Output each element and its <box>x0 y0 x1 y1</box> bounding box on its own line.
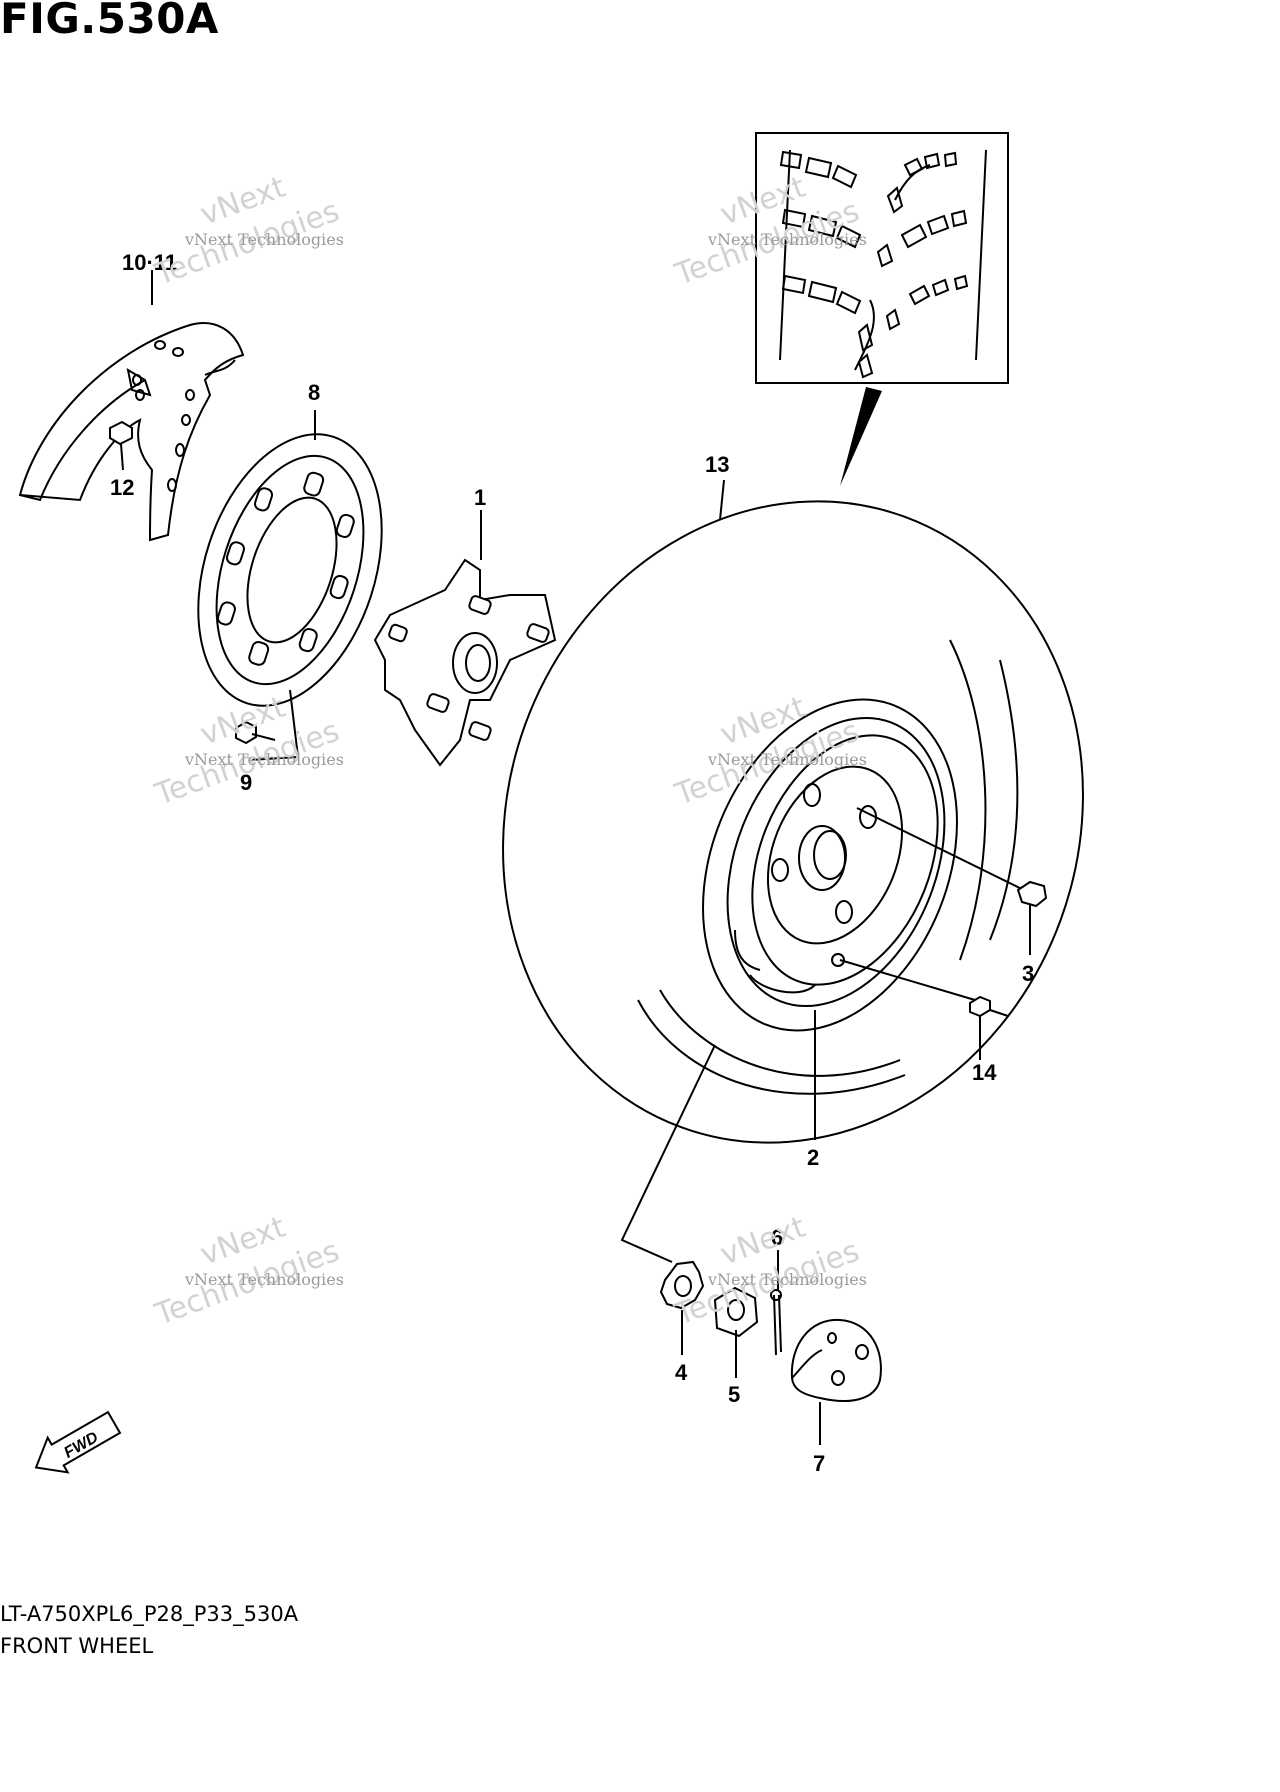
brake-disc-guard <box>18 322 245 542</box>
valve-stem <box>969 995 1009 1018</box>
guard-bolt <box>109 420 133 471</box>
wheel-rim <box>702 698 958 1032</box>
callout-5: 5 <box>728 1382 740 1407</box>
model-code: LT-A750XPL6_P28_P33_530A <box>0 1602 299 1626</box>
watermark-1: vNext Technologies vNext Technologies <box>150 170 344 293</box>
callout-9: 9 <box>240 770 252 795</box>
callout-14: 14 <box>972 1060 997 1085</box>
callout-4: 4 <box>675 1360 688 1385</box>
forward-direction-arrow: FWD <box>34 1410 122 1474</box>
callout-12: 12 <box>110 475 134 500</box>
wheel-hub <box>373 558 557 767</box>
wheel-nut <box>1016 880 1048 908</box>
svg-text:vNext Technologies: vNext Technologies <box>707 750 867 769</box>
tread-pattern-inset <box>755 132 1009 384</box>
section-name: FRONT WHEEL <box>0 1634 154 1658</box>
svg-text:vNext Technologies: vNext Technologies <box>184 230 344 249</box>
svg-text:vNext Technologies: vNext Technologies <box>184 1270 344 1289</box>
brake-disc <box>197 433 383 707</box>
callout-3: 3 <box>1022 961 1034 986</box>
callout-7: 7 <box>813 1451 825 1476</box>
svg-text:vNext Technologies: vNext Technologies <box>184 750 344 769</box>
callout-10-11: 10·11 <box>122 250 177 275</box>
disc-bolt <box>235 720 276 745</box>
svg-text:vNext Technologies: vNext Technologies <box>707 1270 867 1289</box>
cotter-pin <box>770 1289 782 1356</box>
callout-13: 13 <box>705 452 729 477</box>
svg-text:vNext Technologies: vNext Technologies <box>707 230 867 249</box>
callout-8: 8 <box>308 380 320 405</box>
watermark-5: vNext Technologies vNext Technologies <box>150 1210 344 1333</box>
castle-nut <box>713 1286 759 1338</box>
washer <box>659 1260 705 1310</box>
hub-cap <box>790 1318 882 1402</box>
callout-1: 1 <box>474 485 486 510</box>
callout-6: 6 <box>771 1225 783 1250</box>
inset-pointer <box>840 387 882 486</box>
figure-title: FIG.530A <box>0 0 219 43</box>
callout-2: 2 <box>807 1145 819 1170</box>
